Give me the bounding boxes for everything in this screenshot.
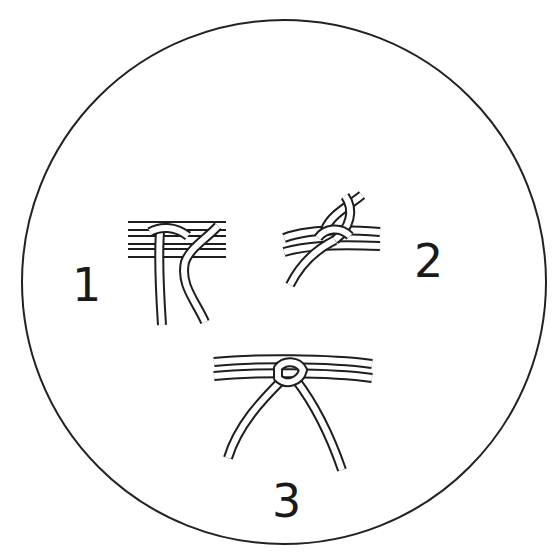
callout-number: 2 [414, 238, 443, 284]
callout-number: 3 [272, 478, 301, 524]
belt-face [228, 380, 282, 458]
belt-edge [159, 232, 162, 325]
belt-edge [278, 362, 303, 382]
belt-face [278, 362, 303, 382]
belt-edge [128, 248, 226, 258]
belt-strand [318, 229, 350, 238]
belt-edge [150, 228, 188, 236]
belt-edge [184, 226, 218, 322]
belt-face [318, 229, 350, 238]
belt-strand [184, 226, 218, 322]
belt-face [150, 228, 188, 236]
belt-strand [128, 253, 226, 254]
belt-face [290, 240, 335, 285]
belt-strand [290, 240, 335, 285]
belt-face [184, 226, 218, 322]
belt-edge [228, 380, 282, 458]
belt-edge [318, 229, 350, 238]
belt-edge [290, 240, 335, 285]
belt-face [296, 380, 342, 470]
belt-strand [159, 232, 162, 325]
frame-circle [22, 20, 546, 544]
belt-strand [128, 240, 226, 241]
callout-number: 1 [72, 262, 101, 308]
belt-strands [128, 195, 380, 470]
belt-strand [150, 228, 188, 236]
belt-face [159, 232, 162, 325]
belt-face [128, 250, 226, 256]
belt-strand [228, 380, 282, 458]
belt-strand [296, 380, 342, 470]
belt-edge [296, 380, 342, 470]
belt-strand [278, 362, 303, 382]
